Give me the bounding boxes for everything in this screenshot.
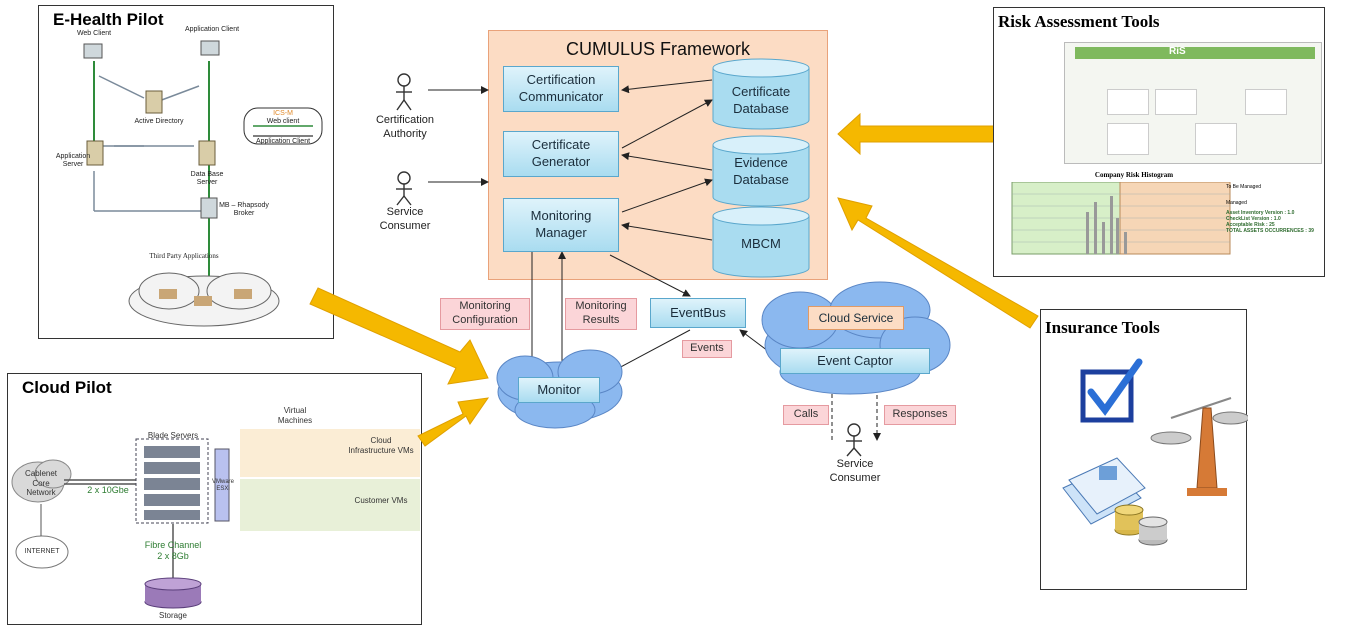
evidence-database: Evidence Database bbox=[712, 135, 810, 207]
ehealth-db-server-label: Data Base Server bbox=[190, 171, 224, 187]
risk-assessment-title: Risk Assessment Tools bbox=[998, 12, 1160, 31]
risk-info-line-4: TOTAL ASSETS OCCURRENCES : 39 bbox=[1226, 228, 1314, 234]
ehealth-legend-title: ICS-M bbox=[273, 110, 293, 117]
ehealth-pilot-panel: E-Health Pilot Web Client bbox=[38, 5, 334, 339]
cloud-service-cloud bbox=[761, 281, 951, 395]
certification-communicator-box: Certification Communicator bbox=[503, 66, 619, 112]
database-cylinder-icon bbox=[712, 58, 810, 130]
monitoring-configuration-note: Monitoring Configuration bbox=[440, 298, 530, 330]
blade-servers-label: Blade Servers bbox=[147, 431, 199, 440]
database-cylinder-icon bbox=[712, 135, 810, 207]
ehealth-third-party-label: Third Party Applications bbox=[149, 252, 219, 260]
insurance-illustration bbox=[1062, 358, 1248, 546]
checkbox-icon bbox=[1080, 358, 1143, 423]
risk-info-line-3: Acceptable Risk : 25 bbox=[1226, 222, 1275, 228]
ehealth-active-directory-label: Active Directory bbox=[134, 118, 184, 125]
insurance-tools-panel: Insurance Tools bbox=[1040, 309, 1248, 590]
storage-label: Storage bbox=[158, 611, 188, 620]
coins-icon bbox=[1114, 504, 1168, 546]
cloud-pilot-title: Cloud Pilot bbox=[22, 378, 112, 397]
certificate-database: Certificate Database bbox=[712, 58, 810, 130]
monitoring-manager-box: Monitoring Manager bbox=[503, 198, 619, 252]
risk-info-line-2: CheckList Version : 1.0 bbox=[1226, 216, 1281, 222]
events-note: Events bbox=[682, 340, 732, 358]
cloud-pilot-panel: Cloud Pilot Cablenet Core Network 2 x 10… bbox=[7, 373, 422, 625]
certification-authority-label: Certification Authority bbox=[375, 114, 435, 140]
histogram-title: Company Risk Histogram bbox=[1094, 171, 1174, 179]
responses-note: Responses bbox=[884, 405, 956, 425]
link-speed-label: 2 x 10Gbe bbox=[87, 485, 129, 495]
ehealth-legend-web: Web client bbox=[266, 118, 300, 125]
risk-histogram bbox=[1011, 182, 1231, 255]
dashboard-widget bbox=[1107, 89, 1149, 115]
documents-icon bbox=[1062, 457, 1146, 525]
mbcm-label: MBCM bbox=[741, 236, 781, 251]
calls-note: Calls bbox=[783, 405, 829, 425]
ehealth-app-server-label: Application Server bbox=[55, 153, 91, 169]
legend-managed: Managed bbox=[1226, 200, 1247, 206]
risk-dashboard-screenshot: RiS bbox=[1064, 42, 1322, 164]
risk-assessment-panel: Risk Assessment Tools RiS Company Risk H… bbox=[993, 7, 1325, 277]
monitoring-results-note: Monitoring Results bbox=[565, 298, 637, 330]
risk-info-line-1: Asset Inventory Version : 1.0 bbox=[1226, 210, 1295, 216]
monitor-box: Monitor bbox=[518, 377, 600, 403]
scale-icon bbox=[1150, 397, 1248, 496]
event-captor-box: Event Captor bbox=[780, 348, 930, 374]
dashboard-gauge bbox=[1155, 89, 1197, 115]
dashboard-header bbox=[1075, 47, 1315, 59]
service-consumer-bottom-label: Service Consumer bbox=[829, 458, 881, 484]
ehealth-broker-label: MB – Rhapsody Broker bbox=[219, 202, 269, 218]
internet-label: INTERNET bbox=[24, 548, 60, 555]
cablenet-label: Cablenet Core Network bbox=[24, 469, 58, 498]
certificate-generator-box: Certificate Generator bbox=[503, 131, 619, 177]
ehealth-app-client-label: Application Client bbox=[184, 26, 240, 33]
ehealth-web-client-label: Web Client bbox=[76, 30, 112, 37]
mbcm-database: MBCM bbox=[712, 206, 810, 278]
database-cylinder-icon bbox=[712, 206, 810, 278]
eventbus-box: EventBus bbox=[650, 298, 746, 328]
vmware-label: VMware ESXi bbox=[211, 479, 234, 493]
legend-to-be-managed: To Be Managed bbox=[1226, 184, 1262, 190]
fibre-channel-label: Fibre Channel bbox=[144, 540, 202, 550]
ehealth-legend-app: Application Client bbox=[255, 138, 311, 145]
actor-figures bbox=[396, 73, 862, 457]
dashboard-logo: RiS bbox=[1169, 46, 1186, 57]
dashboard-bars-red bbox=[1107, 123, 1149, 155]
insurance-tools-title: Insurance Tools bbox=[1045, 318, 1160, 337]
evidence-database-label: Evidence Database bbox=[733, 155, 789, 187]
framework-title: CUMULUS Framework bbox=[565, 39, 751, 59]
service-consumer-left-label: Service Consumer bbox=[379, 206, 431, 232]
virtual-machines-label: Virtual Machines bbox=[277, 406, 313, 425]
cloud-service-box: Cloud Service bbox=[808, 306, 904, 330]
cloud-pilot-diagram bbox=[11, 429, 420, 609]
customer-vms-label: Customer VMs bbox=[354, 496, 408, 505]
dashboard-bars-green bbox=[1195, 123, 1237, 155]
fibre-speed-label: 2 x 8Gb bbox=[157, 551, 189, 561]
ehealth-network-diagram bbox=[83, 40, 323, 327]
dashboard-pie bbox=[1245, 89, 1287, 115]
ehealth-pilot-title: E-Health Pilot bbox=[53, 10, 164, 29]
cloud-infra-vms-label: Cloud Infrastructure VMs bbox=[348, 436, 414, 455]
certificate-database-label: Certificate Database bbox=[731, 84, 791, 116]
